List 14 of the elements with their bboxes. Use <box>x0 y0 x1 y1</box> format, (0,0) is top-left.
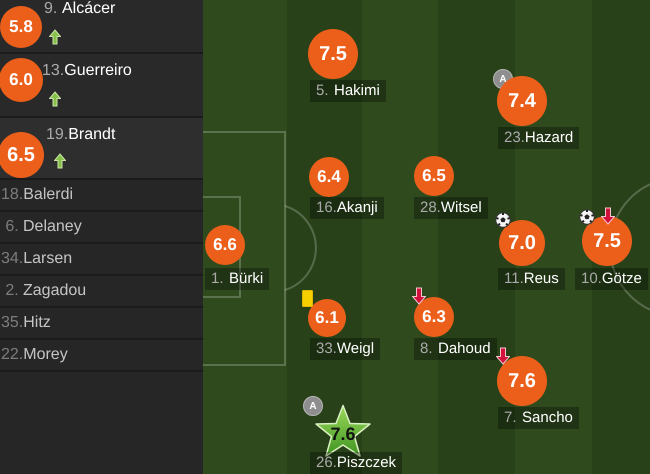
player-label: 16.Akanji <box>310 197 384 219</box>
player-label: 28.Witsel <box>414 197 488 219</box>
player-label: 5. Hakimi <box>310 80 386 102</box>
player-label: 23.Hazard <box>498 127 580 149</box>
player-label: 1. Bürki <box>205 268 270 290</box>
player-label: 19.Brandt <box>46 126 116 144</box>
player-label: 33.Weigl <box>310 338 380 360</box>
player-label: 7. Sancho <box>498 407 579 429</box>
player-label: 11.Reus <box>498 268 565 290</box>
player-label: 10.Götze <box>575 268 648 290</box>
player-label: 26.Piszczek <box>310 452 402 474</box>
player-label: 9. Alcácer <box>44 0 116 18</box>
player-label: 8. Dahoud <box>414 338 497 360</box>
player-label: 13.Guerreiro <box>42 62 132 80</box>
